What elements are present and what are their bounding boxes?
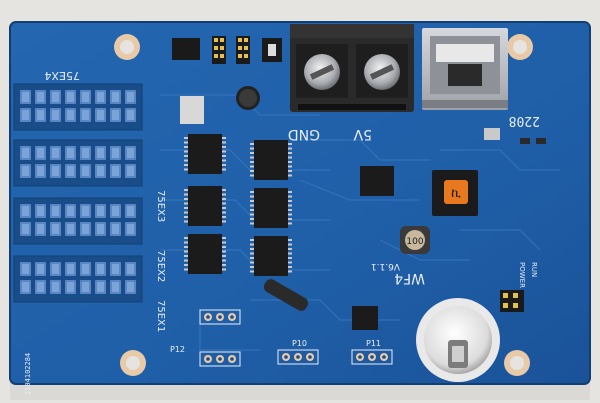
label-gnd: GND <box>288 126 320 142</box>
inductor-label: 100 <box>406 237 423 247</box>
right-smd-parts <box>484 128 546 312</box>
small-header-1 <box>199 309 241 325</box>
driver-ic-1 <box>184 134 226 174</box>
bottom-pin-headers <box>199 309 393 367</box>
hub-connector-1 <box>13 83 143 131</box>
usb-port <box>422 28 508 110</box>
hub-connector-4 <box>13 255 143 303</box>
inductor: 100 <box>400 226 430 254</box>
label-run: RUN <box>530 262 538 277</box>
small-header-4 <box>351 349 393 365</box>
rtc-chip <box>352 306 378 330</box>
label-p10: P10 <box>292 339 307 348</box>
driver-ic-2 <box>184 186 226 226</box>
driver-ic-6 <box>250 236 292 276</box>
label-model: WF4 <box>394 270 425 286</box>
mounting-holes <box>114 34 533 376</box>
label-serial: 2104102284 <box>24 353 32 395</box>
label-power: POWER <box>518 262 526 288</box>
label-75ex3: 75EX3 <box>155 190 166 222</box>
label-75ex4: 75EX4 <box>45 69 80 82</box>
driver-ics <box>184 134 292 276</box>
electrolytic-capacitor <box>180 86 260 124</box>
jumper-headers <box>172 36 282 64</box>
label-5v: 5V <box>353 126 372 142</box>
hub-connector-3 <box>13 197 143 245</box>
driver-ic-4 <box>250 140 292 180</box>
power-terminal-block <box>290 24 414 112</box>
crystal-oscillator <box>263 279 309 311</box>
label-version: V6.1.1 <box>371 261 400 271</box>
wifi-module-chip: ኪ <box>432 170 478 216</box>
small-header-3 <box>277 349 319 365</box>
small-header-2 <box>199 351 241 367</box>
label-date-code: 2208 <box>509 113 540 128</box>
brand-mark: ኪ <box>451 186 461 201</box>
label-75ex1: 75EX1 <box>155 300 166 332</box>
driver-ic-5 <box>250 188 292 228</box>
label-p11: P11 <box>366 339 381 348</box>
driver-ic-3 <box>184 234 226 274</box>
hub-connector-2 <box>13 139 143 187</box>
coin-cell-battery <box>416 298 500 382</box>
hub75-connectors <box>13 83 143 303</box>
pcb-board <box>10 22 590 384</box>
label-75ex2: 75EX2 <box>155 250 166 282</box>
memory-chip <box>360 166 394 196</box>
label-p12: P12 <box>170 345 185 354</box>
